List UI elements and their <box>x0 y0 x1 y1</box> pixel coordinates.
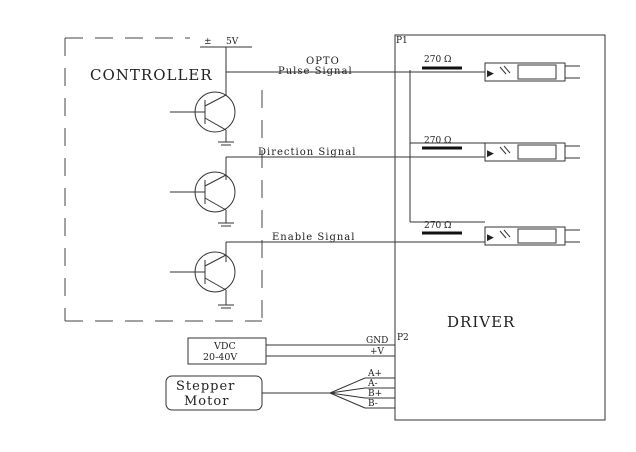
enable-signal-line: Enable Signal <box>225 232 485 262</box>
power-line-1: VDC <box>213 341 236 352</box>
transistor-1 <box>170 91 236 146</box>
opto-label: OPTO <box>306 56 340 67</box>
resistor-3: 270 Ω <box>422 221 462 235</box>
transistor-3 <box>170 251 236 309</box>
svg-text:▶: ▶ <box>487 149 494 159</box>
resistor-2-label: 270 Ω <box>424 136 452 146</box>
port-p2-label: P2 <box>397 333 409 343</box>
motor-pin-b-minus: B- <box>368 399 378 409</box>
port-p1-label: P1 <box>396 36 408 46</box>
motor-pin-b-plus: B+ <box>368 389 382 399</box>
direction-signal-label: Direction Signal <box>258 147 356 158</box>
supply-symbol: ± <box>204 37 212 47</box>
motor-line-2: Motor <box>184 394 229 409</box>
pulse-signal-label: Pulse Signal <box>278 66 353 77</box>
enable-signal-label: Enable Signal <box>272 232 355 243</box>
power-line-2: 20-40V <box>203 352 237 363</box>
power-supply: VDC 20-40V GND +V <box>187 336 395 365</box>
supply-5v: ± 5V <box>200 37 252 72</box>
resistor-1: 270 Ω <box>422 55 462 70</box>
driver-label: DRIVER <box>447 313 515 331</box>
gnd-label: GND <box>366 336 388 346</box>
controller-label: CONTROLLER <box>90 66 213 84</box>
driver-box <box>394 34 606 421</box>
vplus-label: +V <box>370 347 385 357</box>
transistor-2 <box>170 171 236 227</box>
controller-boundary <box>64 37 263 322</box>
resistor-3-label: 270 Ω <box>424 221 452 231</box>
motor-pin-a-minus: A- <box>367 379 378 389</box>
optocoupler-1: ▶ <box>484 62 580 82</box>
optocoupler-2: ▶ <box>484 142 580 162</box>
optocoupler-3: ▶ <box>484 226 580 246</box>
motor-pin-a-plus: A+ <box>367 369 382 379</box>
pulse-signal-line: OPTO Pulse Signal <box>225 56 485 95</box>
svg-text:▶: ▶ <box>487 69 494 79</box>
resistor-1-label: 270 Ω <box>424 55 452 65</box>
stepper-motor: Stepper Motor A+ A- B+ B- <box>165 369 395 411</box>
supply-label: 5V <box>226 37 239 47</box>
resistor-2: 270 Ω <box>422 136 462 150</box>
motor-line-1: Stepper <box>176 379 235 394</box>
svg-text:▶: ▶ <box>487 233 494 243</box>
direction-signal-line: Direction Signal <box>225 147 485 180</box>
